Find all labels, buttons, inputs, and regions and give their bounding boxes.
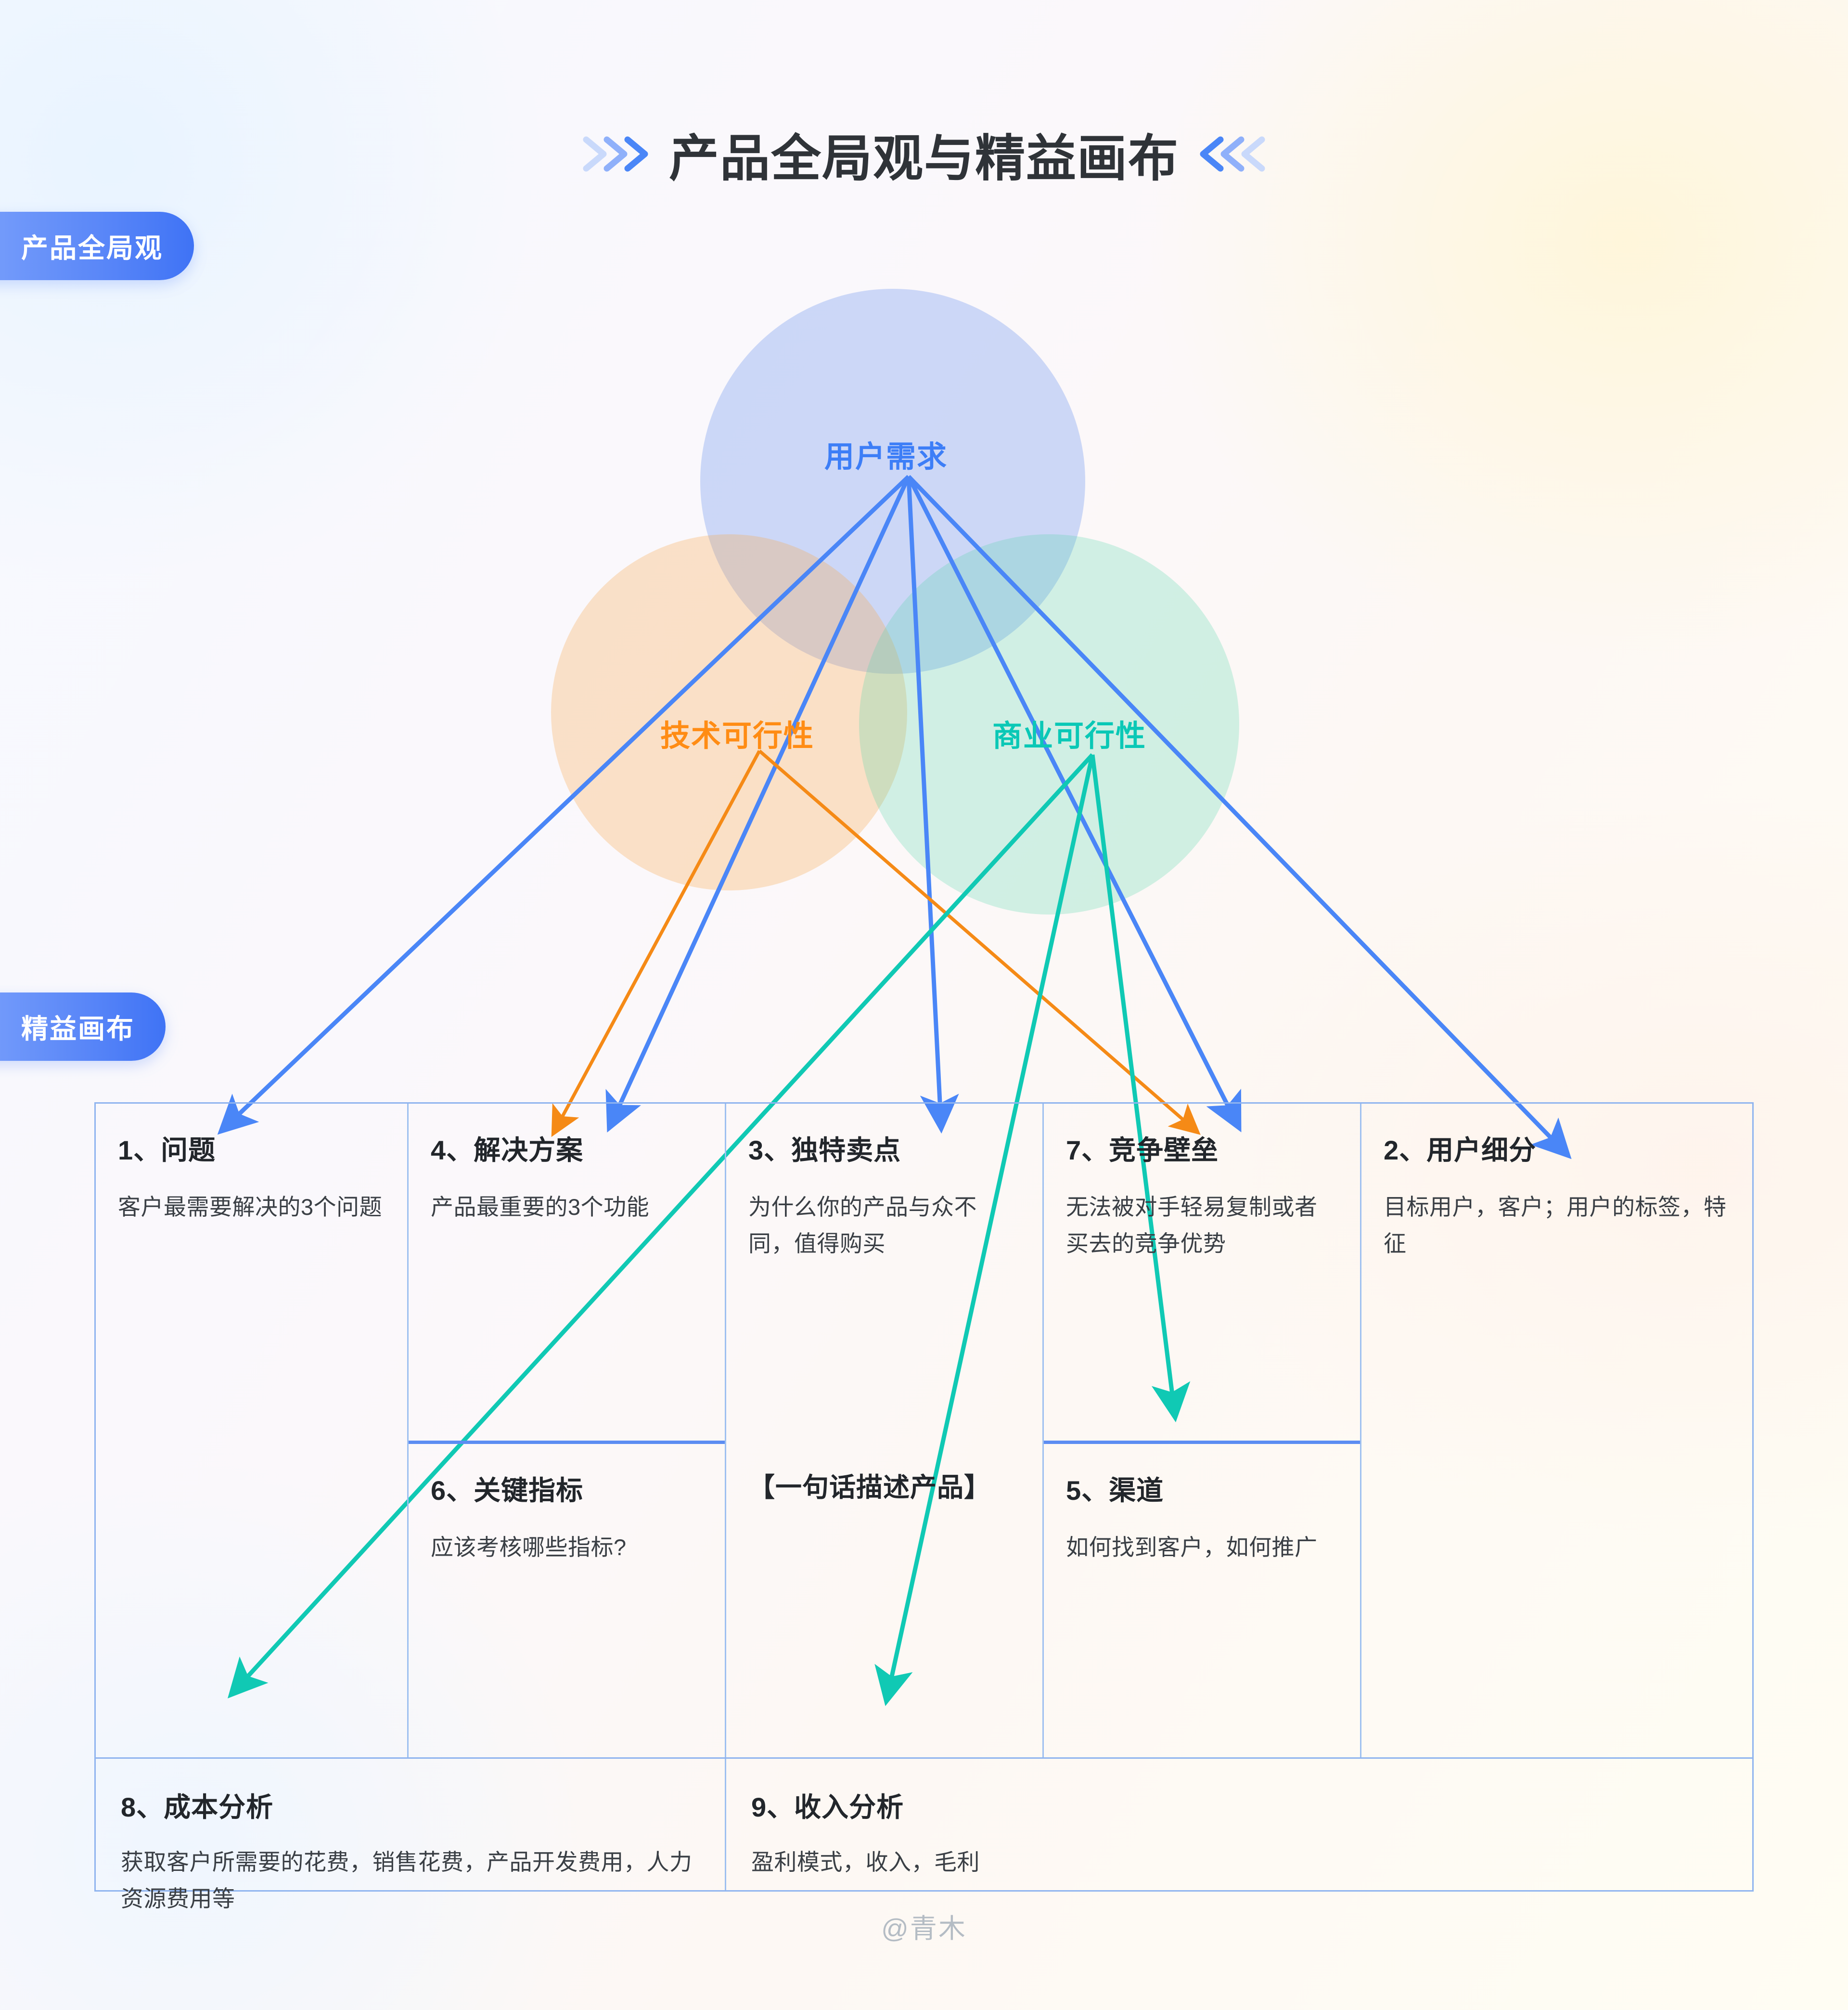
- cell-title-moat: 7、竞争壁垒: [1066, 1135, 1219, 1165]
- cell-body-metrics: 应该考核哪些指标?: [431, 1534, 627, 1560]
- cell-body-moat: 无法被对手轻易复制或者买去的竞争优势: [1066, 1194, 1318, 1257]
- venn-label-user-need: 用户需求: [824, 440, 948, 474]
- cell-title-metrics: 6、关键指标: [431, 1475, 584, 1506]
- chevron-left-triple-icon: [1195, 132, 1268, 176]
- canvas-column-solution: 4、解决方案 产品最重要的3个功能 6、关键指标 应该考核哪些指标?: [409, 1104, 726, 1757]
- canvas-cell-solution: 4、解决方案 产品最重要的3个功能: [409, 1104, 725, 1225]
- cell-title-cost: 8、成本分析: [121, 1792, 274, 1822]
- cell-title-segments: 2、用户细分: [1384, 1135, 1537, 1165]
- cell-body-segments: 目标用户，客户；用户的标签，特征: [1384, 1194, 1727, 1257]
- cell-body-usp: 为什么你的产品与众不同，值得购买: [748, 1194, 977, 1257]
- cell-body-solution: 产品最重要的3个功能: [431, 1194, 650, 1220]
- venn-label-tech-feasibility: 技术可行性: [660, 720, 815, 753]
- canvas-cell-tagline: 【一句话描述产品】: [726, 1441, 1042, 1504]
- canvas-cell-problem: 1、问题 客户最需要解决的3个问题: [96, 1104, 407, 1757]
- cell-title-revenue: 9、收入分析: [751, 1792, 904, 1822]
- canvas-cell-metrics: 6、关键指标 应该考核哪些指标?: [409, 1441, 725, 1566]
- canvas-cell-cost: 8、成本分析 获取客户所需要的花费，销售花费，产品开发费用，人力资源费用等: [96, 1759, 726, 1911]
- canvas-cell-revenue: 9、收入分析 盈利模式，收入，毛利: [726, 1759, 1754, 1890]
- canvas-column-usp: 3、独特卖点 为什么你的产品与众不同，值得购买 【一句话描述产品】: [726, 1104, 1044, 1757]
- cell-body-cost: 获取客户所需要的花费，销售花费，产品开发费用，人力资源费用等: [121, 1849, 693, 1912]
- cell-body-problem: 客户最需要解决的3个问题: [118, 1194, 383, 1220]
- canvas-cell-channel: 5、渠道 如何找到客户，如何推广: [1044, 1441, 1360, 1566]
- cell-title-problem: 1、问题: [118, 1135, 216, 1165]
- section-badge-lean-canvas: 精益画布: [0, 992, 166, 1061]
- canvas-cell-usp: 3、独特卖点 为什么你的产品与众不同，值得购买: [726, 1104, 1042, 1262]
- canvas-column-problem: 1、问题 客户最需要解决的3个问题: [96, 1104, 409, 1757]
- chevron-right-triple-icon: [580, 132, 653, 176]
- canvas-column-moat: 7、竞争壁垒 无法被对手轻易复制或者买去的竞争优势 5、渠道 如何找到客户，如何…: [1044, 1104, 1361, 1757]
- cell-title-usp: 3、独特卖点: [748, 1135, 901, 1165]
- cell-body-revenue: 盈利模式，收入，毛利: [751, 1849, 980, 1875]
- canvas-cell-moat: 7、竞争壁垒 无法被对手轻易复制或者买去的竞争优势: [1044, 1104, 1360, 1262]
- cell-title-solution: 4、解决方案: [431, 1135, 584, 1165]
- venn-label-business-viability: 商业可行性: [992, 720, 1147, 753]
- cell-body-channel: 如何找到客户，如何推广: [1066, 1534, 1318, 1560]
- canvas-cell-segments: 2、用户细分 目标用户，客户；用户的标签，特征: [1361, 1104, 1752, 1757]
- page-title-row: 产品全局观与精益画布: [0, 117, 1848, 190]
- section-badge-product-overview: 产品全局观: [0, 212, 194, 280]
- lean-canvas-grid: 1、问题 客户最需要解决的3个问题 4、解决方案 产品最重要的3个功能 6、关键…: [94, 1102, 1754, 1911]
- cell-title-channel: 5、渠道: [1066, 1475, 1164, 1506]
- canvas-column-segments: 2、用户细分 目标用户，客户；用户的标签，特征: [1361, 1104, 1752, 1757]
- author-watermark: @青木: [881, 1913, 967, 1944]
- cell-tagline-text: 【一句话描述产品】: [748, 1472, 991, 1502]
- page-title: 产品全局观与精益画布: [668, 131, 1179, 187]
- canvas-bottom-row: 8、成本分析 获取客户所需要的花费，销售花费，产品开发费用，人力资源费用等 9、…: [96, 1757, 1754, 1911]
